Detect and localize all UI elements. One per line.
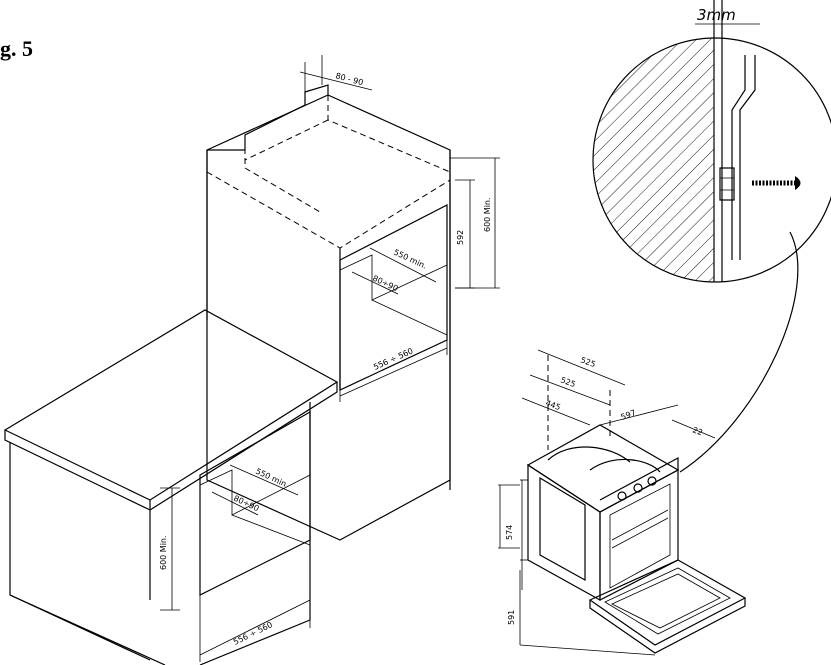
oven-dims: 525 525 445 597 22 574 591 (498, 349, 716, 656)
dim-oven-total-height: 591 (507, 610, 516, 625)
dim-tall-height: 592 (456, 230, 465, 245)
figure-label: g. 5 (0, 36, 33, 61)
tall-cabinet (206, 84, 451, 541)
dim-base-vent: 80÷90 (232, 494, 260, 514)
oven (526, 424, 747, 654)
dim-tall-width: 556 ÷ 560 (372, 346, 414, 371)
dim-oven-depth-total: 525 (579, 355, 596, 369)
dim-tall-inner-depth: 550 min. (392, 248, 428, 271)
dim-base-cavity-height: 600 Min. (159, 535, 168, 570)
dim-tall-vent: 80÷90 (371, 274, 399, 294)
dim-tall-cavity-height: 600 Min. (483, 197, 492, 232)
screw-icon (752, 176, 801, 190)
base-cabinet-dims: 550 min. 80÷90 600 Min. 556 ÷ 560 (159, 464, 311, 662)
dim-oven-width: 597 (620, 408, 637, 422)
dim-oven-body-height: 574 (505, 525, 514, 540)
dim-gap: 3mm (697, 6, 736, 24)
dim-tall-depth-gap: 80 - 90 (334, 71, 364, 87)
dim-oven-front: 22 (691, 425, 704, 437)
detail-circle: 3mm (592, 0, 831, 473)
